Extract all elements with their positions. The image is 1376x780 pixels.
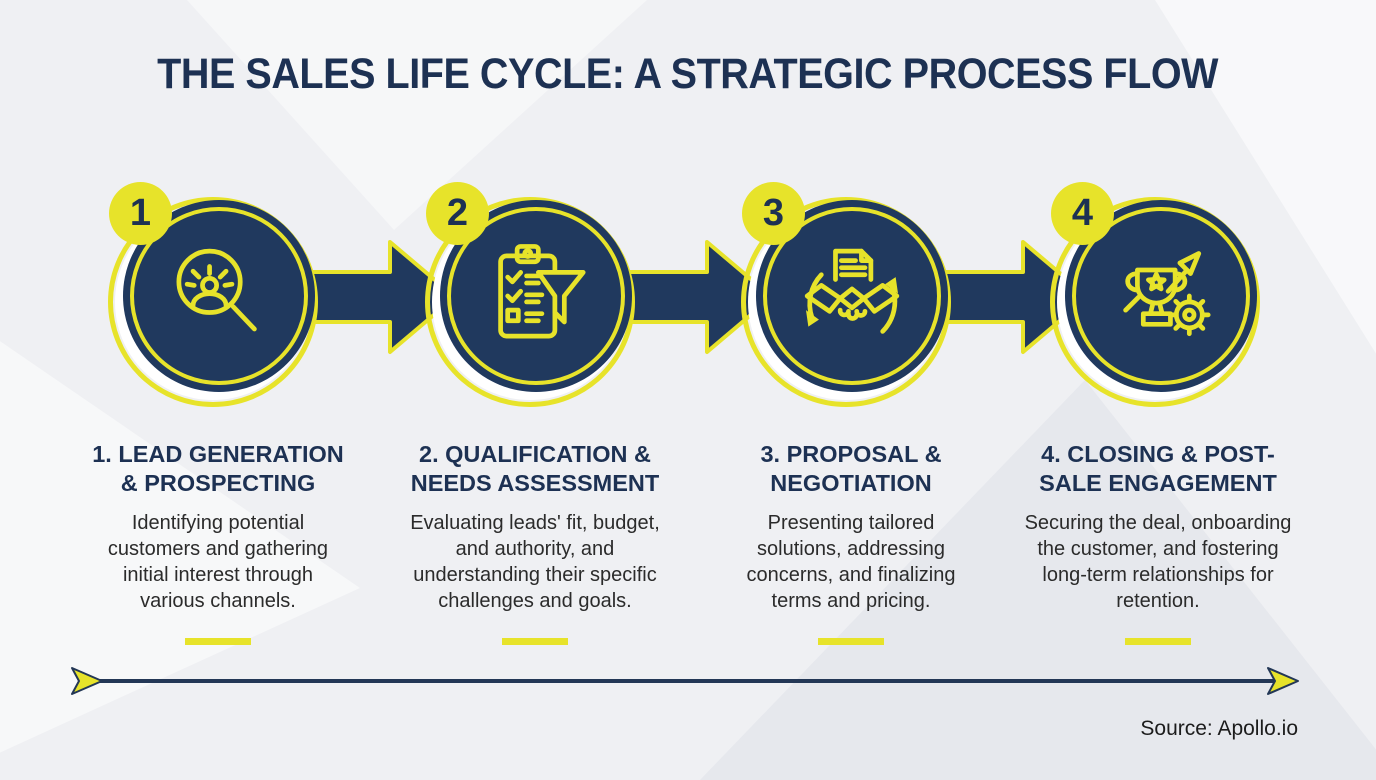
step-number-badge: 1 — [109, 182, 172, 245]
step-description: Presenting tailored solutions, addressin… — [746, 512, 956, 613]
step-number-badge: 4 — [1051, 182, 1114, 245]
trophy-growth-gear-icon — [1102, 237, 1220, 355]
step-description: Identifying potential customers and gath… — [107, 512, 329, 613]
step-1-text: 1. LEAD GENERATION & PROSPECTING Identif… — [78, 440, 358, 646]
step-inner-ring — [763, 207, 941, 385]
step-ring — [425, 197, 635, 407]
step-number-badge: 2 — [426, 182, 489, 245]
step-2-text: 2. QUALIFICATION & NEEDS ASSESSMENT Eval… — [395, 440, 675, 646]
step-heading: 2. QUALIFICATION & NEEDS ASSESSMENT — [410, 441, 660, 496]
accent-bar — [502, 638, 568, 646]
timeline-arrowhead-right-icon — [1267, 667, 1299, 695]
step-ring — [741, 197, 951, 407]
accent-bar — [1125, 638, 1191, 646]
lead-search-magnifier-icon — [160, 237, 278, 355]
step-heading: 1. LEAD GENERATION & PROSPECTING — [92, 441, 344, 496]
accent-bar — [185, 638, 251, 646]
step-4-circle: 4 — [1050, 182, 1265, 407]
step-2-circle: 2 — [425, 182, 640, 407]
step-description: Securing the deal, onboarding the custom… — [1024, 512, 1292, 613]
timeline-arrowhead-left-icon — [71, 667, 103, 695]
page-title: THE SALES LIFE CYCLE: A STRATEGIC PROCES… — [157, 50, 1219, 98]
step-heading: 4. CLOSING & POST-SALE ENGAGEMENT — [1039, 441, 1277, 496]
step-3-text: 3. PROPOSAL & NEGOTIATION Presenting tai… — [711, 440, 991, 646]
step-1-circle: 1 — [108, 182, 323, 407]
step-heading: 3. PROPOSAL & NEGOTIATION — [760, 441, 942, 496]
clipboard-checklist-funnel-icon — [477, 237, 595, 355]
source-attribution: Source: Apollo.io — [1140, 717, 1298, 740]
timeline-line — [96, 679, 1276, 683]
step-4-text: 4. CLOSING & POST-SALE ENGAGEMENT Securi… — [1018, 440, 1298, 646]
accent-bar — [818, 638, 884, 646]
step-number-badge: 3 — [742, 182, 805, 245]
step-3-circle: 3 — [741, 182, 956, 407]
step-inner-ring — [447, 207, 625, 385]
handshake-contract-refresh-icon — [793, 237, 911, 355]
step-description: Evaluating leads' fit, budget, and autho… — [410, 512, 660, 613]
